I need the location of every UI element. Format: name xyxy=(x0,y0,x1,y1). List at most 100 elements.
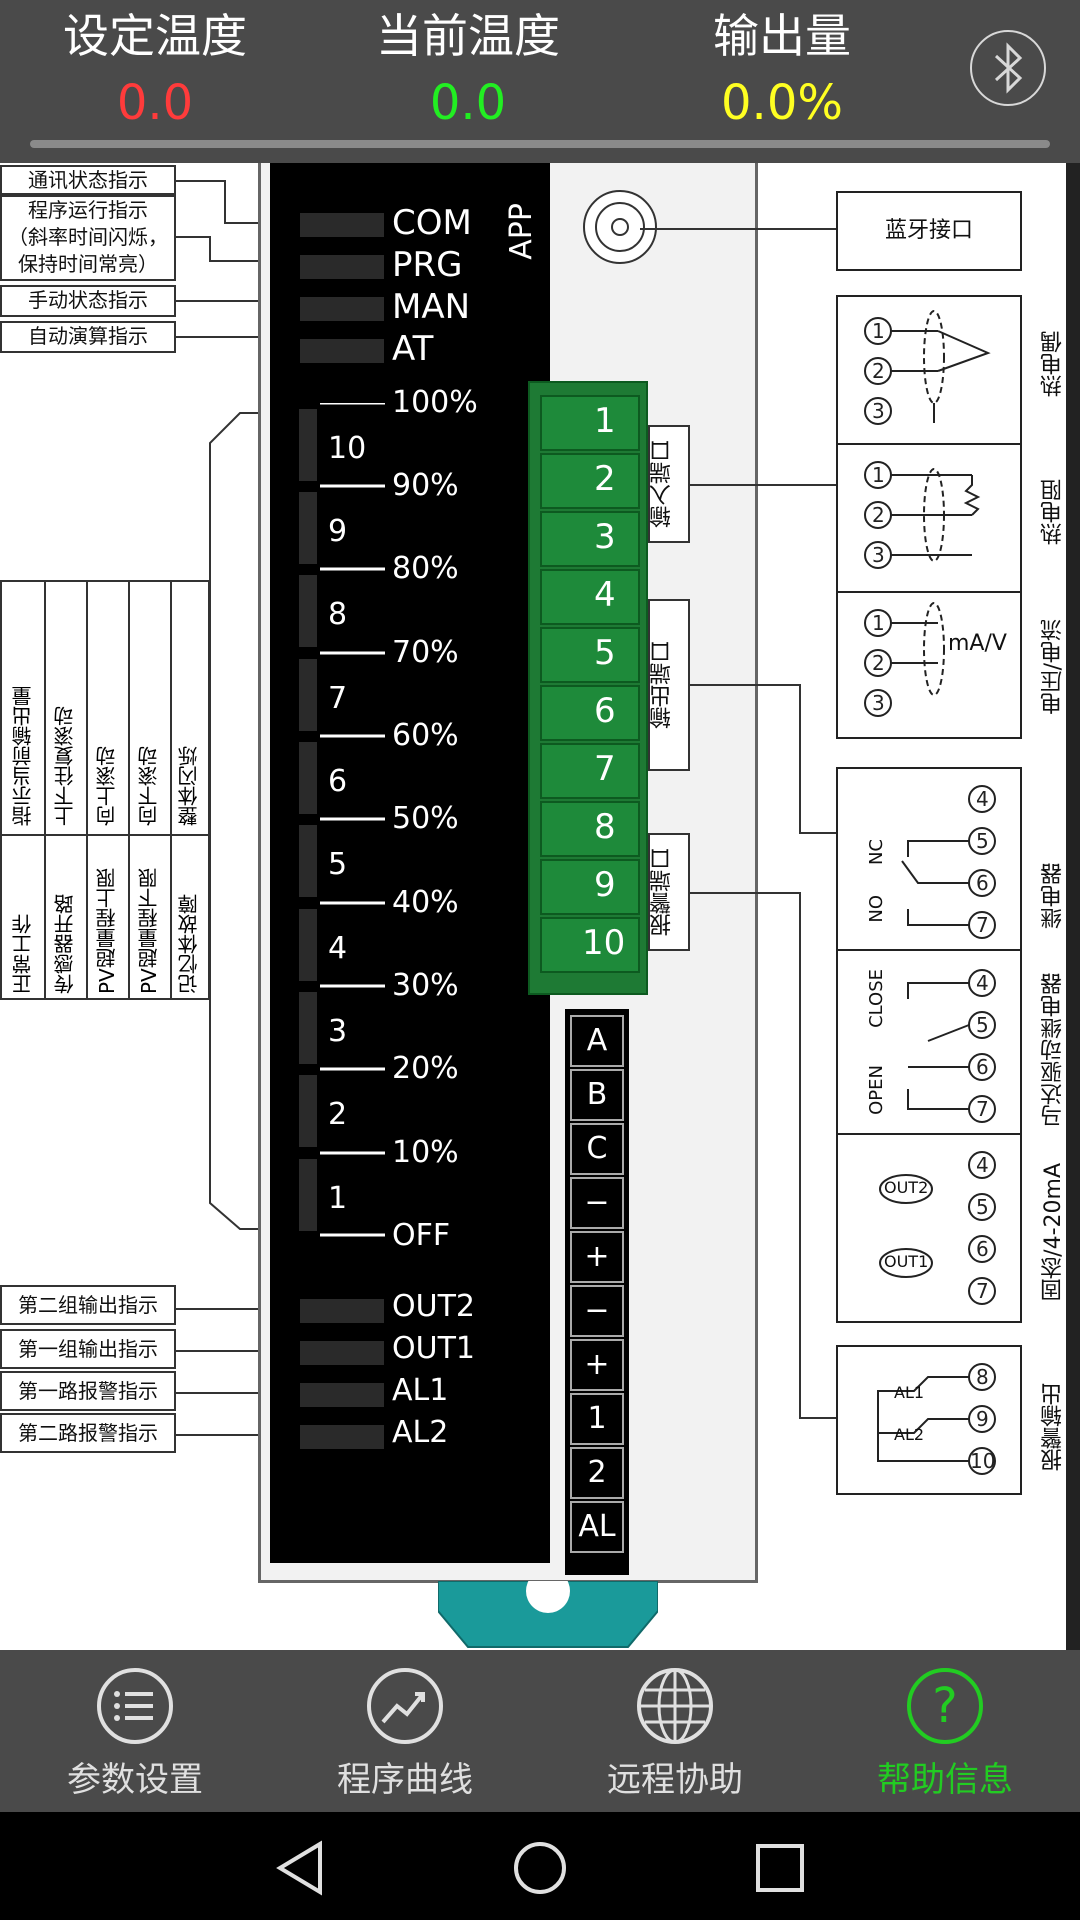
svg-text:7: 7 xyxy=(976,913,989,937)
bar-num-8: 8 xyxy=(328,597,348,632)
svg-text:3: 3 xyxy=(872,691,885,715)
input-wiring-diagram: 123 123 123 xyxy=(864,310,991,717)
led-out2 xyxy=(300,1299,384,1323)
term-plus-2: + xyxy=(570,1339,624,1391)
svg-text:2: 2 xyxy=(872,359,885,383)
recents-icon[interactable] xyxy=(752,1840,808,1896)
no-label: NO xyxy=(866,895,887,923)
terminal-9: 9 xyxy=(540,859,640,915)
bar-num-3: 3 xyxy=(328,1014,348,1049)
home-icon[interactable] xyxy=(512,1840,568,1896)
led-prg-label: PRG xyxy=(392,245,463,285)
led-at xyxy=(300,339,384,363)
svg-text:8: 8 xyxy=(976,1365,989,1389)
terminal-3: 3 xyxy=(540,511,640,567)
pct-30: 30% xyxy=(392,968,459,1003)
terminal-4: 4 xyxy=(540,569,640,625)
bar-num-5: 5 xyxy=(328,847,348,882)
label-al2: 第二路报警指示 xyxy=(0,1413,176,1453)
bar-num-6: 6 xyxy=(328,764,348,799)
bar-num-9: 9 xyxy=(328,514,348,549)
led-man-label: MAN xyxy=(392,287,471,327)
left-connector-lines xyxy=(176,180,262,1436)
svg-text:5: 5 xyxy=(976,1013,989,1037)
terminal-1: 1 xyxy=(540,395,640,451)
label-out2: 第二组输出指示 xyxy=(0,1285,176,1325)
vtext-1: 指示当前输出量 xyxy=(11,686,35,826)
nav-remote-assist[interactable]: 远程协助 xyxy=(540,1650,810,1812)
vtext-7: 传感器开路 xyxy=(53,894,77,994)
pct-10: 10% xyxy=(392,1135,459,1170)
nav-program-curve[interactable]: 程序曲线 xyxy=(270,1650,540,1812)
out1-label: OUT1 xyxy=(392,1331,475,1366)
vtext-8: PV超量程上限 xyxy=(95,868,119,994)
svg-text:2: 2 xyxy=(872,503,885,527)
al1-terminal-label: AL1 xyxy=(894,1383,925,1402)
pct-90: 90% xyxy=(392,468,459,503)
pct-50: 50% xyxy=(392,801,459,836)
vtext-2: 上下往复滚动 xyxy=(53,706,77,826)
bluetooth-port-box: 蓝牙接口 xyxy=(836,191,1022,271)
set-temp-block: 设定温度 0.0 xyxy=(25,0,285,134)
svg-text:10: 10 xyxy=(970,1449,995,1473)
svg-text:6: 6 xyxy=(976,1055,989,1079)
svg-text:5: 5 xyxy=(976,829,989,853)
svg-text:9: 9 xyxy=(976,1407,989,1431)
output-label: 输出量 xyxy=(713,9,851,63)
label-com: 通讯状态指示 xyxy=(0,165,176,195)
nav-param-label: 参数设置 xyxy=(67,1760,203,1800)
led-al1 xyxy=(300,1383,384,1407)
term-minus-1: − xyxy=(570,1177,624,1229)
bar-num-7: 7 xyxy=(328,681,348,716)
svg-text:6: 6 xyxy=(976,871,989,895)
bluetooth-button[interactable] xyxy=(970,30,1046,106)
term-a: A xyxy=(570,1015,624,1067)
term-c: C xyxy=(570,1123,624,1175)
status-table-top: 指示当前输出量 上下往复滚动 向上滚动 向下滚动 整体闪烁 xyxy=(2,582,208,836)
nav-param-settings[interactable]: 参数设置 xyxy=(0,1650,270,1812)
terminal-10: 10 xyxy=(540,917,640,973)
pct-70: 70% xyxy=(392,635,459,670)
svg-text:2: 2 xyxy=(872,651,885,675)
svg-text:1: 1 xyxy=(872,611,885,635)
help-icon: ? xyxy=(907,1668,983,1744)
nc-label: NC xyxy=(866,839,887,866)
term-b: B xyxy=(570,1069,624,1121)
label-prg: 程序运行指示 （斜率时间闪烁， 保持时间常亮） xyxy=(0,195,176,281)
led-man xyxy=(300,297,384,321)
terminal-6: 6 xyxy=(540,685,640,741)
nav-remote-label: 远程协助 xyxy=(607,1760,743,1800)
bar-num-1: 1 xyxy=(328,1181,348,1216)
set-temp-value: 0.0 xyxy=(116,75,194,131)
back-icon[interactable] xyxy=(270,1840,330,1896)
output-block: 输出量 0.0% xyxy=(652,0,912,134)
led-at-label: AT xyxy=(392,329,434,369)
set-temp-label: 设定温度 xyxy=(63,9,247,63)
vtext-6: 正常工作 xyxy=(11,914,35,994)
vtext-9: PV超量程下限 xyxy=(137,868,161,994)
pct-80: 80% xyxy=(392,551,459,586)
label-prg-line1: 程序运行指示 xyxy=(28,198,148,222)
term-al: AL xyxy=(570,1501,624,1553)
vtext-5: 整体闪烁 xyxy=(177,746,201,826)
current-temp-label: 当前温度 xyxy=(376,9,560,63)
bluetooth-icon xyxy=(994,42,1023,94)
vtext-10: 记忆体故障 xyxy=(177,894,201,994)
terminal-7: 7 xyxy=(540,743,640,799)
bar-num-10: 10 xyxy=(328,431,367,466)
pct-20: 20% xyxy=(392,1051,459,1086)
close-label: CLOSE xyxy=(866,969,887,1028)
led-out1 xyxy=(300,1341,384,1365)
label-out1: 第一组输出指示 xyxy=(0,1329,176,1369)
terminal-8: 8 xyxy=(540,801,640,857)
nav-help-info[interactable]: ? 帮助信息 xyxy=(810,1650,1080,1812)
alarm-wiring-diagram: 8 9 10 xyxy=(877,1363,996,1475)
term-plus-1: + xyxy=(570,1231,624,1283)
header-divider xyxy=(30,140,1050,148)
label-at: 自动演算指示 xyxy=(0,321,176,353)
label-al1: 第一路报警指示 xyxy=(0,1371,176,1411)
vtext-4: 向下滚动 xyxy=(137,746,161,826)
